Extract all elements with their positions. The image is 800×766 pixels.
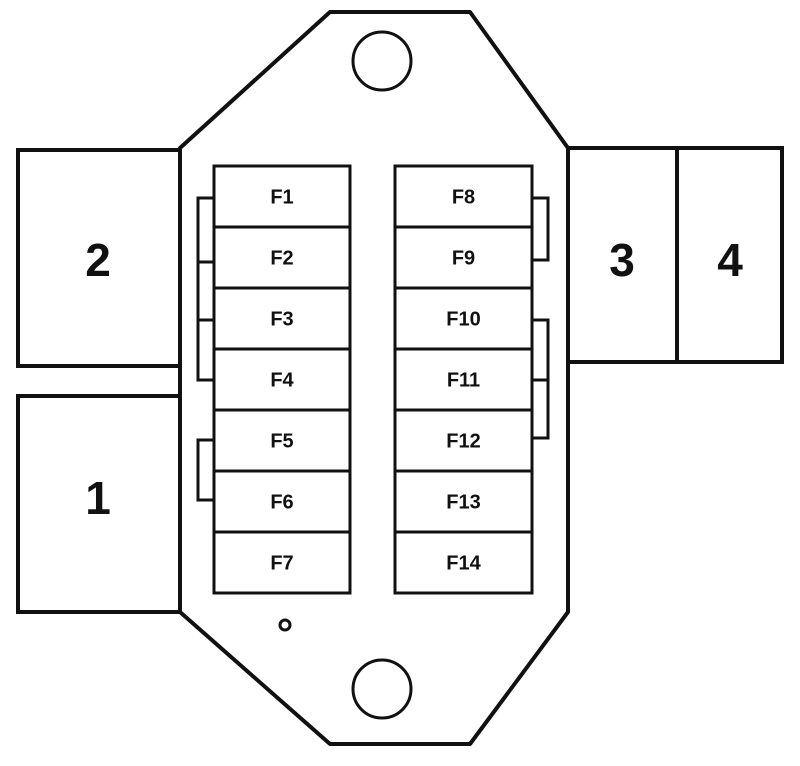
fuse-label-f7: F7 <box>270 553 293 575</box>
fuse-slot-f3 <box>212 286 352 351</box>
connector-2-label: 2 <box>85 234 111 286</box>
fuse-label-f6: F6 <box>270 492 293 514</box>
fuse-label-f12: F12 <box>446 431 480 453</box>
fuse-label-f1: F1 <box>270 187 293 209</box>
fuse-slot-f14 <box>393 530 534 595</box>
jumper-left-f5-f6 <box>196 438 214 502</box>
mounting-hole-bottom <box>351 658 413 720</box>
jumper-right-f8-f9 <box>532 196 550 262</box>
connector-2-block <box>16 148 182 368</box>
fuse-slot-f12 <box>393 408 534 473</box>
connector-4-label: 4 <box>717 234 743 286</box>
connector-3-block <box>563 146 679 364</box>
fuse-label-f11: F11 <box>447 370 480 392</box>
fuse-label-f5: F5 <box>270 431 293 453</box>
fuse-slot-f1 <box>212 164 352 229</box>
fuse-slot-f2 <box>212 225 352 290</box>
fuse-slot-f13 <box>393 469 534 534</box>
connector-1-label: 1 <box>85 472 111 524</box>
marker-dot <box>278 618 292 632</box>
fuse-slot-f6 <box>212 469 352 534</box>
connector-1-block <box>16 394 182 614</box>
fuse-label-f9: F9 <box>452 248 475 270</box>
fuse-slot-f4 <box>212 347 352 412</box>
fuse-slot-f5 <box>212 408 352 473</box>
fuse-label-f2: F2 <box>270 248 293 270</box>
fuse-label-f3: F3 <box>270 309 293 331</box>
fuse-slot-f8 <box>393 164 534 229</box>
fuse-slot-f7 <box>212 530 352 595</box>
mounting-hole-top <box>351 30 413 92</box>
fuse-slot-f9 <box>393 225 534 290</box>
connector-4-block <box>675 146 784 364</box>
fuse-label-f14: F14 <box>446 553 481 575</box>
fuse-label-f13: F13 <box>446 492 480 514</box>
jumper-left-f1-f3 <box>196 196 214 382</box>
fuse-label-f8: F8 <box>452 187 475 209</box>
fuse-label-f4: F4 <box>270 370 294 392</box>
connector-3-label: 3 <box>609 234 635 286</box>
fuse-label-f10: F10 <box>446 309 480 331</box>
